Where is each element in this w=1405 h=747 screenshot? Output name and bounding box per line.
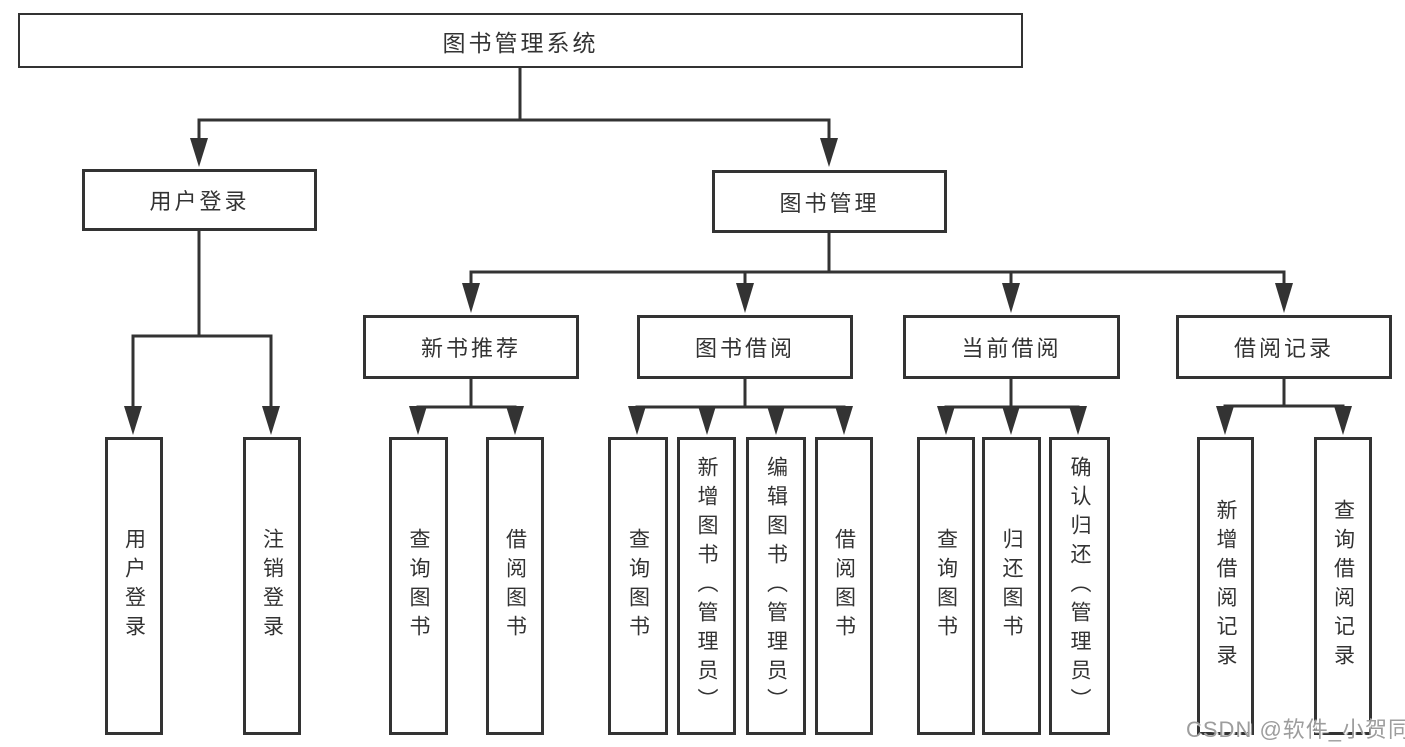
- node-label: 用户登录: [149, 189, 250, 214]
- node-label: 借阅记录: [1233, 336, 1334, 361]
- node-new-book-recommend: 新书推荐: [363, 315, 579, 379]
- leaf-logout: 注销登录: [243, 437, 301, 735]
- node-label: 当前借阅: [961, 336, 1062, 361]
- node-label: 新书推荐: [420, 336, 521, 361]
- leaf-records-add-record: 新增借阅记录: [1197, 437, 1254, 735]
- node-library-management-system: 图书管理系统: [18, 13, 1023, 68]
- arrowheads: [124, 138, 1352, 435]
- leaf-label: 用户登录: [122, 528, 146, 644]
- leaf-label: 借阅图书: [832, 528, 856, 644]
- leaf-newbook-query-books: 查询图书: [389, 437, 448, 735]
- leaf-label: 确认归还（管理员）: [1068, 455, 1091, 717]
- node-book-management: 图书管理: [712, 170, 947, 233]
- leaf-newbook-borrow-books: 借阅图书: [486, 437, 544, 735]
- leaf-borrow-borrow-books: 借阅图书: [815, 437, 873, 735]
- leaf-current-return-books: 归还图书: [982, 437, 1041, 735]
- node-current-borrow: 当前借阅: [903, 315, 1120, 379]
- leaf-current-confirm-return-admin: 确认归还（管理员）: [1049, 437, 1110, 735]
- leaf-borrow-add-books-admin: 新增图书（管理员）: [677, 437, 736, 735]
- leaf-borrow-query-books: 查询图书: [608, 437, 668, 735]
- leaf-label: 注销登录: [260, 528, 284, 644]
- node-label: 图书管理: [779, 190, 880, 216]
- leaf-current-query-books: 查询图书: [917, 437, 975, 735]
- leaf-label: 新增借阅记录: [1214, 499, 1237, 673]
- leaf-label: 编辑图书（管理员）: [764, 455, 788, 717]
- leaf-label: 新增图书（管理员）: [695, 455, 718, 717]
- leaf-user-login: 用户登录: [105, 437, 163, 735]
- leaf-borrow-edit-books-admin: 编辑图书（管理员）: [746, 437, 806, 735]
- node-borrow-records: 借阅记录: [1176, 315, 1392, 379]
- node-user-login: 用户登录: [82, 169, 317, 231]
- leaf-label: 查询图书: [934, 528, 958, 644]
- node-label: 图书管理系统: [442, 29, 599, 56]
- leaf-label: 查询图书: [407, 528, 430, 644]
- leaf-records-query-record: 查询借阅记录: [1314, 437, 1372, 735]
- node-label: 图书借阅: [694, 336, 795, 361]
- csdn-watermark: CSDN @软件_小贺同学: [1186, 717, 1405, 742]
- node-book-borrow: 图书借阅: [637, 315, 853, 379]
- leaf-label: 查询图书: [626, 528, 650, 644]
- leaf-label: 归还图书: [1000, 528, 1023, 644]
- leaf-label: 查询借阅记录: [1331, 499, 1355, 673]
- leaf-label: 借阅图书: [503, 528, 527, 644]
